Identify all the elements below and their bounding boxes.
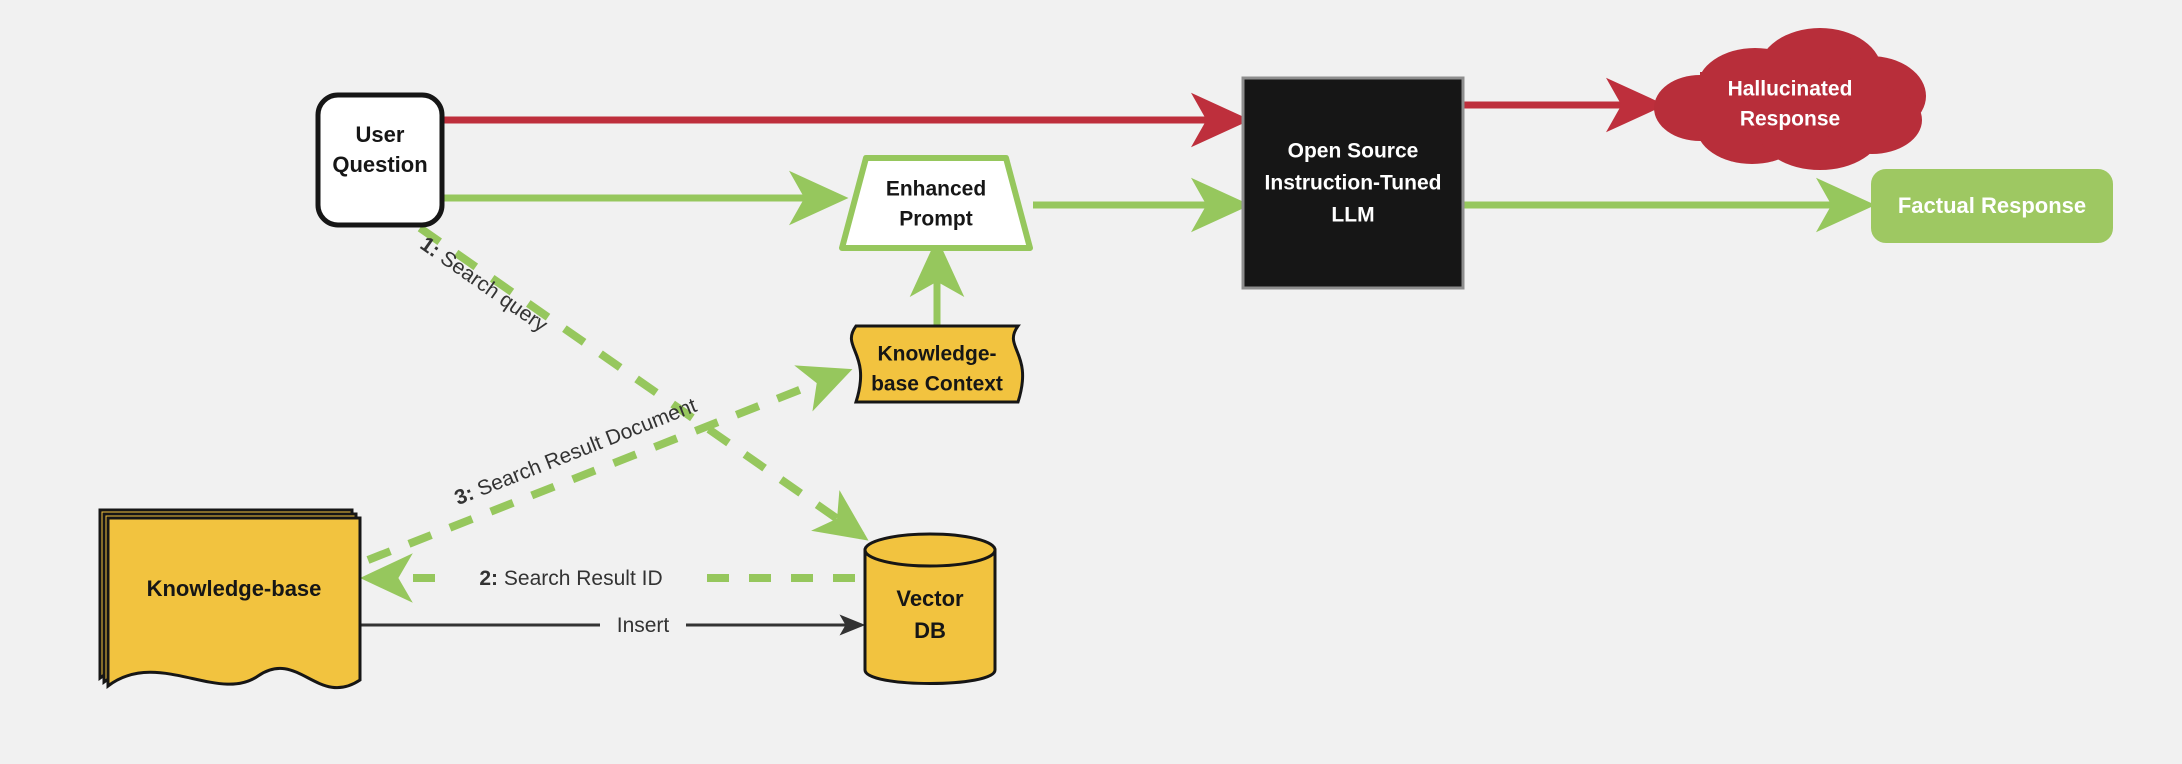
- node-shape: [106, 516, 362, 690]
- node-shape-top: [863, 532, 997, 568]
- edge-label-search-result-id: 2: Search Result ID: [479, 567, 662, 590]
- node-label-line-1: Knowledge-: [878, 343, 997, 366]
- edge-insert: Insert: [360, 610, 866, 638]
- node-user-question[interactable]: User Question: [315, 92, 445, 228]
- node-label-line-2: base Context: [871, 373, 1003, 396]
- edge-line: [417, 224, 869, 541]
- node-shape: [1241, 76, 1465, 290]
- node-label-line-2: Instruction-Tuned: [1265, 172, 1442, 195]
- edge-label-backdrop: [600, 610, 686, 638]
- node-label-line-1: User: [356, 122, 405, 147]
- node-label-line-2: DB: [914, 618, 946, 643]
- node-shape: [1654, 28, 1926, 170]
- node-label-line-1: Open Source: [1288, 140, 1419, 163]
- node-enhanced-prompt[interactable]: Enhanced Prompt: [839, 155, 1033, 251]
- node-label-line-1: Knowledge-base: [147, 576, 322, 601]
- edge-search-result-id: 2: Search Result ID: [359, 553, 855, 603]
- node-vector-db[interactable]: Vector DB: [863, 532, 997, 685]
- node-shape: [839, 155, 1033, 251]
- edge-label-insert: Insert: [617, 614, 670, 637]
- node-label-line-1: Factual Response: [1898, 193, 2086, 218]
- node-label-line-2: Prompt: [899, 208, 973, 231]
- node-label-line-1: Vector: [896, 586, 964, 611]
- node-shape: [849, 324, 1025, 404]
- node-shape: [1871, 169, 2113, 243]
- node-label-line-2: Question: [332, 152, 427, 177]
- node-label-line-1: Enhanced: [886, 178, 986, 201]
- node-label-line-2: Response: [1740, 108, 1840, 131]
- node-label-line-1: Hallucinated: [1728, 78, 1853, 101]
- edge-label-backdrop: [452, 562, 690, 594]
- node-factual-response[interactable]: Factual Response: [1871, 169, 2113, 243]
- node-knowledge-base[interactable]: Knowledge-base: [98, 508, 362, 690]
- node-knowledge-base-context[interactable]: Knowledge- base Context: [846, 317, 1025, 404]
- node-label-line-3: LLM: [1331, 204, 1374, 227]
- node-hallucinated-response[interactable]: Hallucinated Response: [1654, 28, 1926, 170]
- node-shape: [315, 92, 445, 228]
- edge-label-text: Search Result ID: [498, 567, 663, 590]
- node-shape-body: [863, 548, 997, 685]
- edge-label-number: 2:: [479, 567, 498, 590]
- node-llm[interactable]: Open Source Instruction-Tuned LLM: [1241, 76, 1465, 290]
